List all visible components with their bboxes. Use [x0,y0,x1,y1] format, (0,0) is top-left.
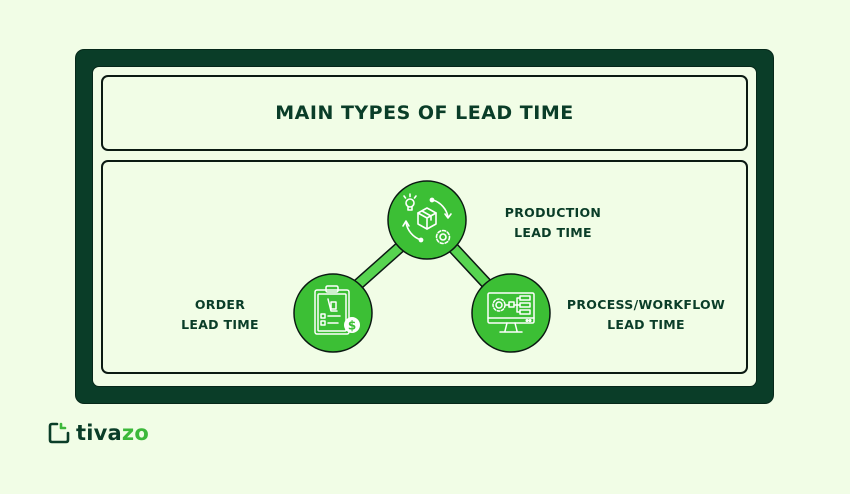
title-box: MAIN TYPES OF LEAD TIME [101,75,748,151]
label-production-line1: PRODUCTION [504,205,602,220]
tivazo-logo-icon [48,422,70,444]
brand-logo: tivazo [48,421,149,445]
label-process-line1: PROCESS/WORKFLOW [566,297,726,312]
label-process-line2: LEAD TIME [607,317,685,332]
label-production-line2: LEAD TIME [514,225,592,240]
dollar-coin-icon [344,317,360,333]
brand-name-part1: tiva [76,421,122,445]
node-process [471,273,551,353]
label-production: PRODUCTION LEAD TIME [500,203,606,243]
page-title: MAIN TYPES OF LEAD TIME [275,102,574,124]
diagram-box [101,160,748,374]
monitor-workflow-icon [487,292,535,333]
label-order: ORDER LEAD TIME [172,295,268,335]
node-order: $ [293,273,373,353]
svg-text:$: $ [348,319,356,333]
node-production [387,180,467,260]
label-order-line1: ORDER [194,297,246,312]
brand-name-part2: zo [121,421,149,445]
label-process: PROCESS/WORKFLOW LEAD TIME [563,295,729,335]
clipboard-dollar-icon [314,285,350,335]
box-cycle-gear-icon [402,193,452,245]
label-order-line2: LEAD TIME [181,317,259,332]
